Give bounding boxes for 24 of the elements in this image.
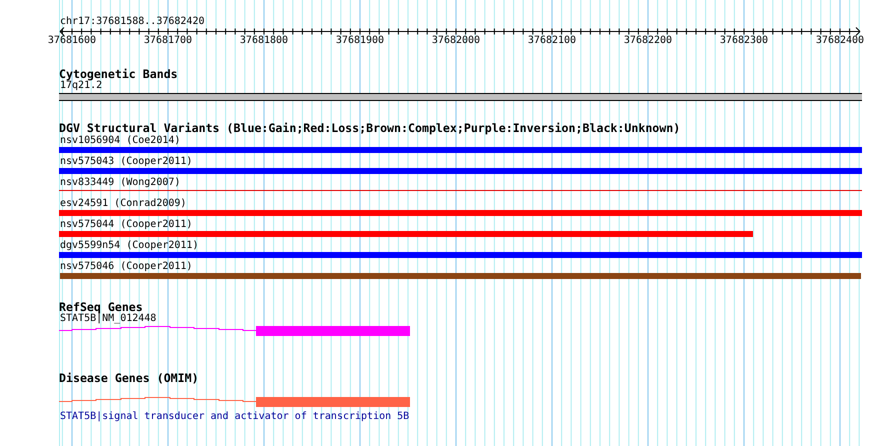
feature-label: nsv1056904 (Coe2014) (60, 134, 180, 147)
tick-label: 37681600 (48, 34, 96, 46)
tick-label: 37682300 (720, 34, 768, 46)
tick-label: 37682400 (816, 34, 864, 46)
feature-label: nsv575046 (Cooper2011) (60, 260, 192, 273)
tick-label: 37682200 (624, 34, 672, 46)
tick-label: 37682000 (432, 34, 480, 46)
tick-label: 37682100 (528, 34, 576, 46)
track-title: DGV Structural Variants (Blue:Gain;Red:Loss;Brown:Complex;Purple:Inversion;Black:Unknown) (59, 120, 680, 134)
feature-label: 17q21.2 (60, 80, 102, 92)
track-title: RefSeq Genes (59, 300, 143, 314)
track-title: Cytogenetic Bands (59, 67, 178, 81)
feature-label: STAT5B|NM_012448 (60, 313, 156, 326)
gene-link: STAT5B|signal transducer and activator of transcription 5B (60, 410, 410, 422)
feature-label: nsv833449 (Wong2007) (60, 176, 180, 189)
tick-label: 37681800 (240, 34, 288, 46)
tick-label: 37681700 (144, 34, 192, 46)
position-label: chr17:37681588..37682420 (60, 16, 204, 28)
feature-label: nsv575044 (Cooper2011) (60, 218, 192, 231)
feature-label: esv24591 (Conrad2009) (60, 198, 186, 210)
track-title: Disease Genes (OMIM) (59, 370, 199, 385)
feature-label: dgv5599n54 (Cooper2011) (60, 240, 198, 252)
tick-label: 37681900 (336, 34, 384, 46)
feature-label: nsv575043 (Cooper2011) (60, 156, 192, 168)
